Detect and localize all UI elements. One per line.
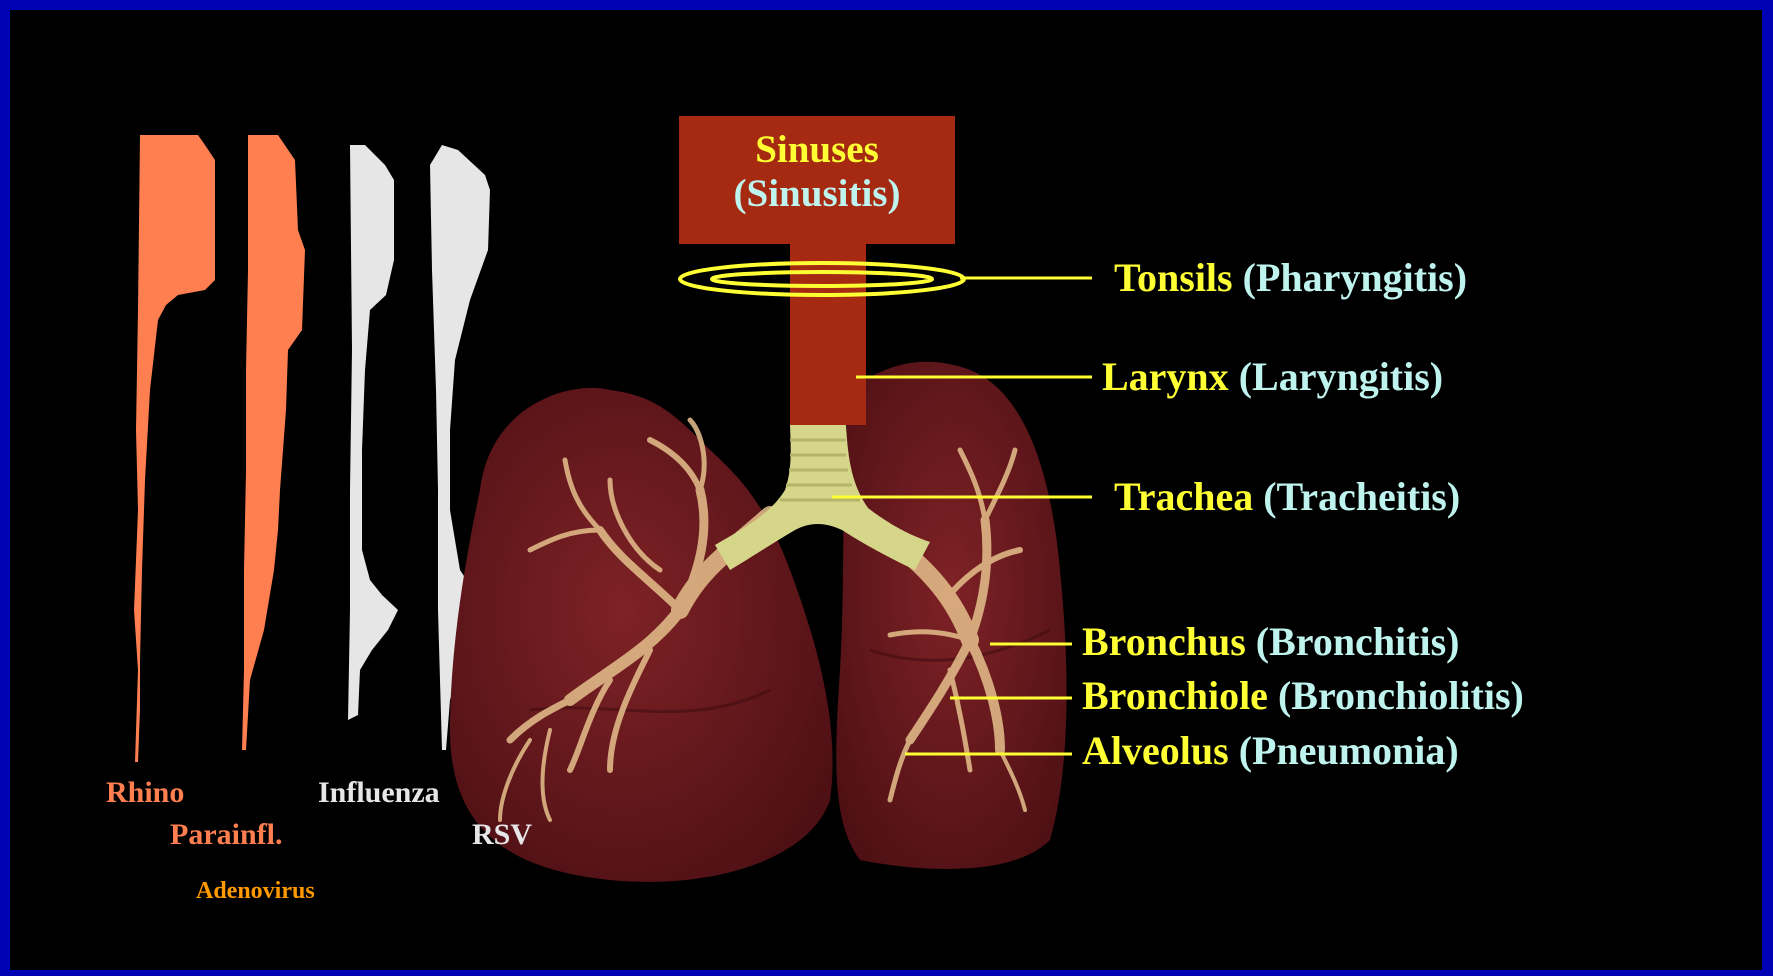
organ-name: Alveolus <box>1082 728 1229 773</box>
label-larynx: Larynx (Laryngitis) <box>1096 355 1449 399</box>
virus-label-rsv: RSV <box>472 818 532 852</box>
virus-label-influenza: Influenza <box>318 776 440 810</box>
virus-label-parainfl: Parainfl. <box>170 818 283 852</box>
organ-name: Bronchus <box>1082 619 1246 664</box>
label-tonsils: Tonsils (Pharyngitis) <box>1108 256 1473 300</box>
organ-name: Larynx <box>1102 354 1229 399</box>
label-bronchus: Bronchus (Bronchitis) <box>1076 620 1466 664</box>
sinusitis-label: (Sinusitis) <box>679 172 955 216</box>
organ-name: Bronchiole <box>1082 673 1268 718</box>
label-alveolus: Alveolus (Pneumonia) <box>1076 729 1465 773</box>
disease-name: (Pneumonia) <box>1239 728 1459 773</box>
parainfl-bar <box>242 135 305 750</box>
slide: Sinuses (Sinusitis) Tonsils (Pharyngitis… <box>10 10 1762 970</box>
adenovirus-label: Adenovirus <box>196 878 315 905</box>
virus-label-rhino: Rhino <box>106 776 184 810</box>
label-trachea: Trachea (Tracheitis) <box>1108 475 1466 519</box>
organ-name: Tonsils <box>1114 255 1233 300</box>
label-bronchiole: Bronchiole (Bronchiolitis) <box>1076 674 1530 718</box>
disease-name: (Laryngitis) <box>1239 354 1443 399</box>
disease-name: (Pharyngitis) <box>1243 255 1467 300</box>
disease-name: (Bronchiolitis) <box>1278 673 1524 718</box>
disease-name: (Bronchitis) <box>1256 619 1460 664</box>
influenza-bar <box>348 145 398 720</box>
airway-column <box>790 240 866 425</box>
sinuses-label: Sinuses <box>679 128 955 172</box>
rhino-bar <box>134 135 215 762</box>
left-lung <box>450 388 833 882</box>
disease-name: (Tracheitis) <box>1263 474 1460 519</box>
sinuses-box: Sinuses (Sinusitis) <box>679 116 955 244</box>
organ-name: Trachea <box>1114 474 1253 519</box>
